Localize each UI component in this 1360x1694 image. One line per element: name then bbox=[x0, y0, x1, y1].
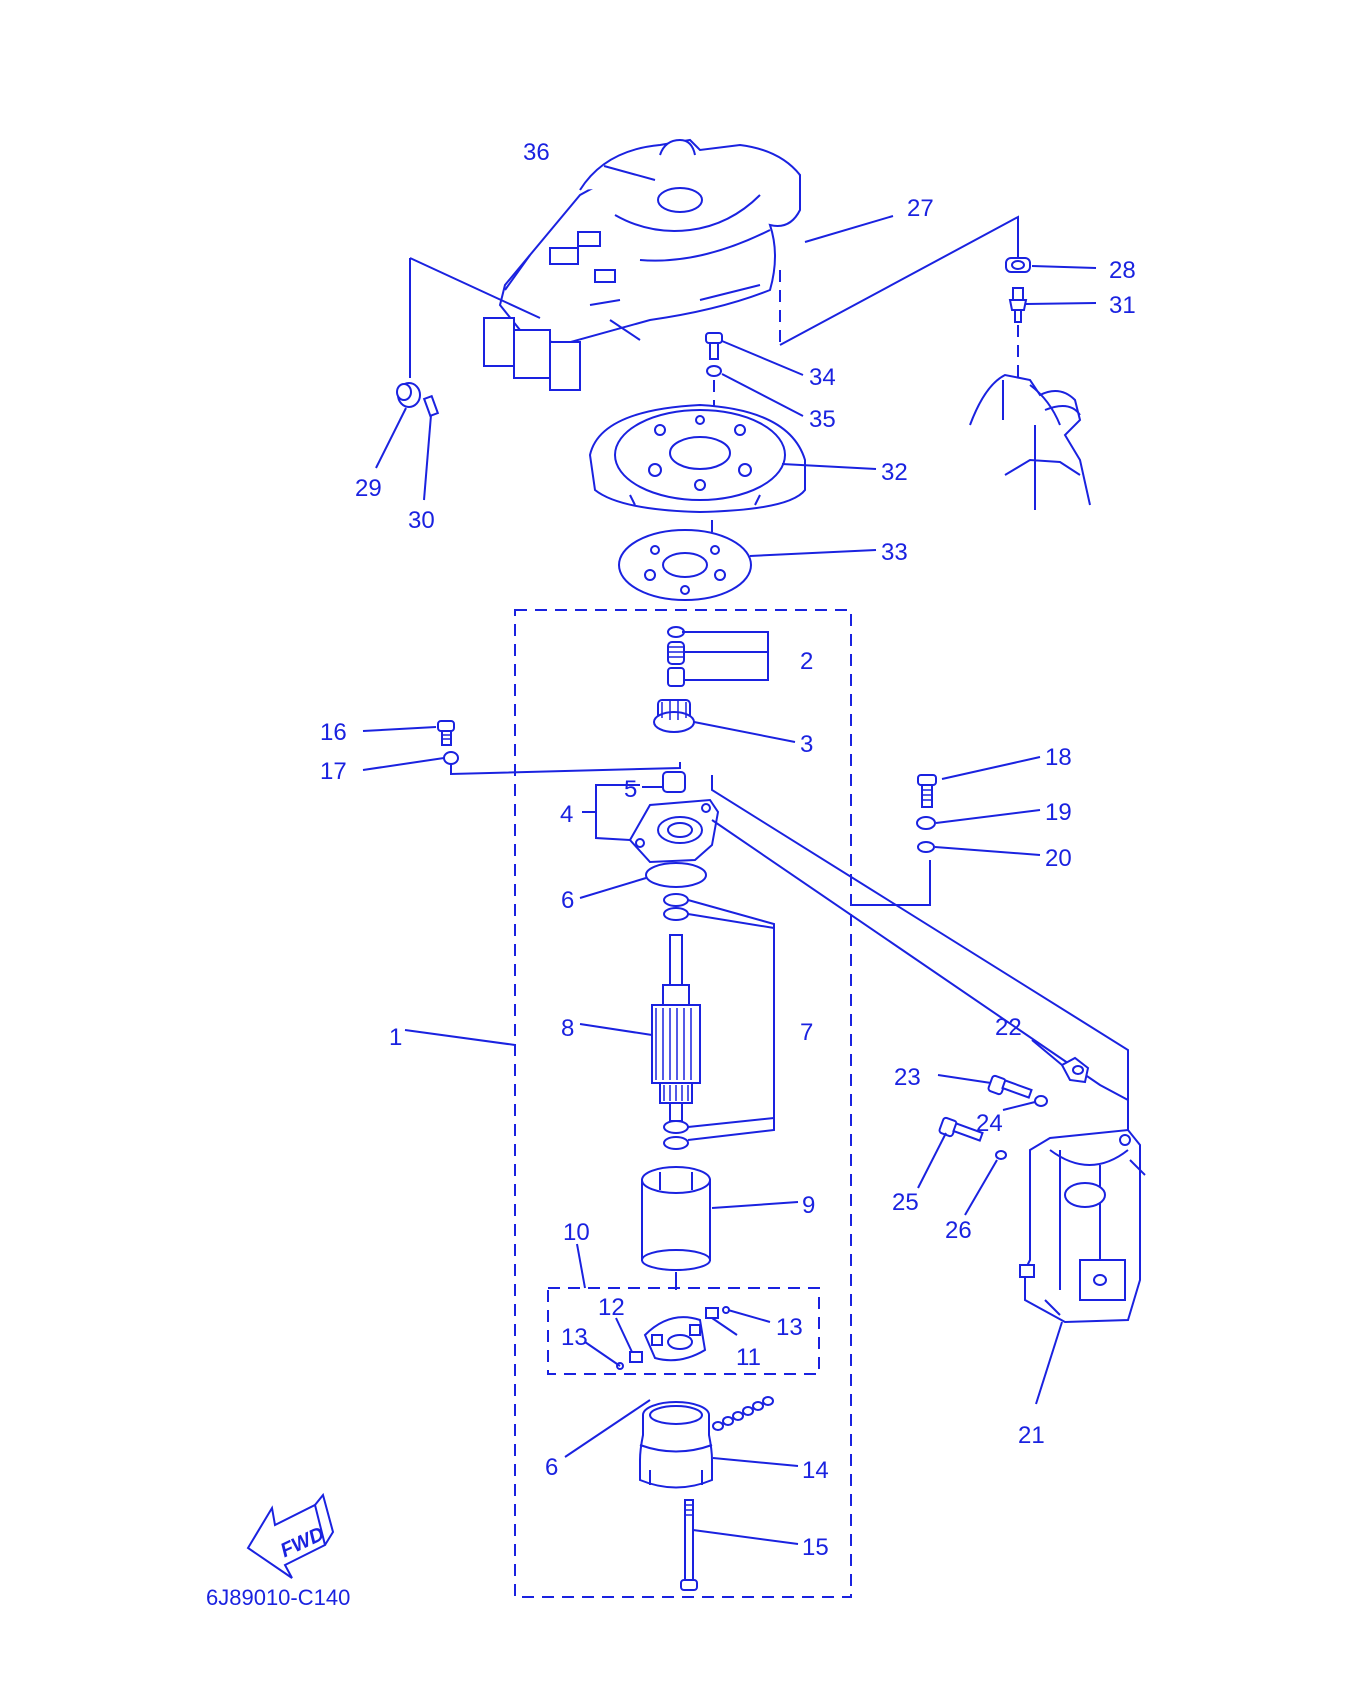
callout-33: 33 bbox=[881, 539, 908, 566]
bracket-bolt-line bbox=[850, 860, 931, 906]
part-24-washer bbox=[1034, 1095, 1048, 1107]
leader-2 bbox=[682, 631, 769, 681]
callout-13-right: 13 bbox=[776, 1314, 803, 1341]
part-3-pinion bbox=[653, 699, 695, 733]
screw-line bbox=[450, 762, 681, 776]
callout-20: 20 bbox=[1045, 845, 1072, 872]
callout-17: 17 bbox=[320, 758, 347, 785]
assembly-box bbox=[514, 609, 852, 1598]
callout-32: 32 bbox=[881, 459, 908, 486]
part-7-washer-lower2 bbox=[663, 1136, 689, 1150]
part-16-screw bbox=[437, 720, 455, 746]
callout-36: 36 bbox=[523, 139, 550, 166]
callout-9: 9 bbox=[802, 1192, 815, 1219]
callout-29: 29 bbox=[355, 475, 382, 502]
part-30-pin bbox=[422, 394, 440, 418]
callout-6-lower: 6 bbox=[545, 1454, 558, 1481]
callout-7: 7 bbox=[800, 1019, 813, 1046]
callout-6-upper: 6 bbox=[561, 887, 574, 914]
callout-5: 5 bbox=[624, 776, 637, 803]
part-26-washer bbox=[995, 1150, 1007, 1160]
callout-30: 30 bbox=[408, 507, 435, 534]
callout-24: 24 bbox=[976, 1110, 1003, 1137]
callout-25: 25 bbox=[892, 1189, 919, 1216]
part-31-pin bbox=[1008, 287, 1028, 323]
part-7-washer-upper2 bbox=[663, 907, 689, 921]
callout-26: 26 bbox=[945, 1217, 972, 1244]
callout-21: 21 bbox=[1018, 1422, 1045, 1449]
callout-12: 12 bbox=[598, 1294, 625, 1321]
part-33-plate bbox=[618, 529, 752, 601]
leader-bracket-to-21-b bbox=[711, 819, 1129, 1101]
callout-35: 35 bbox=[809, 406, 836, 433]
part-14-springs bbox=[712, 1396, 774, 1431]
part-35-washer bbox=[706, 365, 722, 377]
callout-28: 28 bbox=[1109, 257, 1136, 284]
leader-7 bbox=[687, 899, 775, 1141]
part-11-brush bbox=[705, 1307, 719, 1319]
callout-labels: 1 2 3 4 5 6 6 7 8 9 10 11 12 13 13 14 15… bbox=[320, 139, 1136, 1561]
part-25-bolt bbox=[938, 1116, 984, 1142]
part-7-washer-lower bbox=[663, 1120, 689, 1134]
part-4-front-bracket bbox=[628, 798, 720, 864]
part-10-brush-holder bbox=[643, 1316, 707, 1362]
leader-cover-left bbox=[409, 257, 541, 378]
callout-4: 4 bbox=[560, 801, 573, 828]
callout-10: 10 bbox=[563, 1219, 590, 1246]
callout-3: 3 bbox=[800, 731, 813, 758]
callout-13-left: 13 bbox=[561, 1324, 588, 1351]
callout-27: 27 bbox=[907, 195, 934, 222]
part-5-bushing bbox=[662, 771, 686, 793]
callout-31: 31 bbox=[1109, 292, 1136, 319]
part-20-washer bbox=[917, 841, 935, 853]
callout-15: 15 bbox=[802, 1534, 829, 1561]
part-19-washer bbox=[916, 816, 936, 830]
callout-8: 8 bbox=[561, 1015, 574, 1042]
leader-cover-right bbox=[779, 215, 1019, 346]
callout-22: 22 bbox=[995, 1014, 1022, 1041]
callout-34: 34 bbox=[809, 364, 836, 391]
callout-11: 11 bbox=[736, 1344, 761, 1371]
part-6-oring-upper bbox=[645, 862, 707, 888]
part-15-through-bolt bbox=[680, 1499, 698, 1591]
callout-2: 2 bbox=[800, 648, 813, 675]
part-7-washer-upper bbox=[663, 893, 689, 907]
leader-lines bbox=[362, 165, 1097, 1545]
part-32-pulley bbox=[588, 403, 806, 514]
forward-arrow: FWD bbox=[246, 1492, 335, 1579]
part-12-brush bbox=[629, 1351, 643, 1363]
part-14-rear-cover bbox=[639, 1401, 713, 1489]
callout-23: 23 bbox=[894, 1064, 921, 1091]
callout-16: 16 bbox=[320, 719, 347, 746]
flywheel-cover bbox=[483, 138, 801, 391]
part-28-grommet bbox=[1005, 257, 1031, 273]
part-22-clamp bbox=[1060, 1056, 1090, 1084]
callout-1: 1 bbox=[389, 1024, 402, 1051]
part-29-grommet bbox=[396, 382, 421, 408]
callout-14: 14 bbox=[802, 1457, 829, 1484]
part-23-bolt bbox=[987, 1074, 1033, 1099]
engine-bracket bbox=[969, 373, 1091, 510]
part-9-yoke bbox=[641, 1166, 711, 1271]
callout-18: 18 bbox=[1045, 744, 1072, 771]
brush-box bbox=[547, 1287, 820, 1375]
callout-19: 19 bbox=[1045, 799, 1072, 826]
part-34-bolt bbox=[705, 332, 723, 360]
leader-bracket-to-21-a bbox=[711, 775, 1129, 1130]
part-code: 6J89010-C140 bbox=[206, 1585, 350, 1610]
part-2-stopper-set bbox=[667, 626, 685, 687]
part-17-washer bbox=[443, 751, 459, 765]
part-18-bolt bbox=[917, 774, 937, 808]
part-8-armature bbox=[651, 934, 701, 1122]
part-21-starter-bracket bbox=[1019, 1128, 1146, 1324]
